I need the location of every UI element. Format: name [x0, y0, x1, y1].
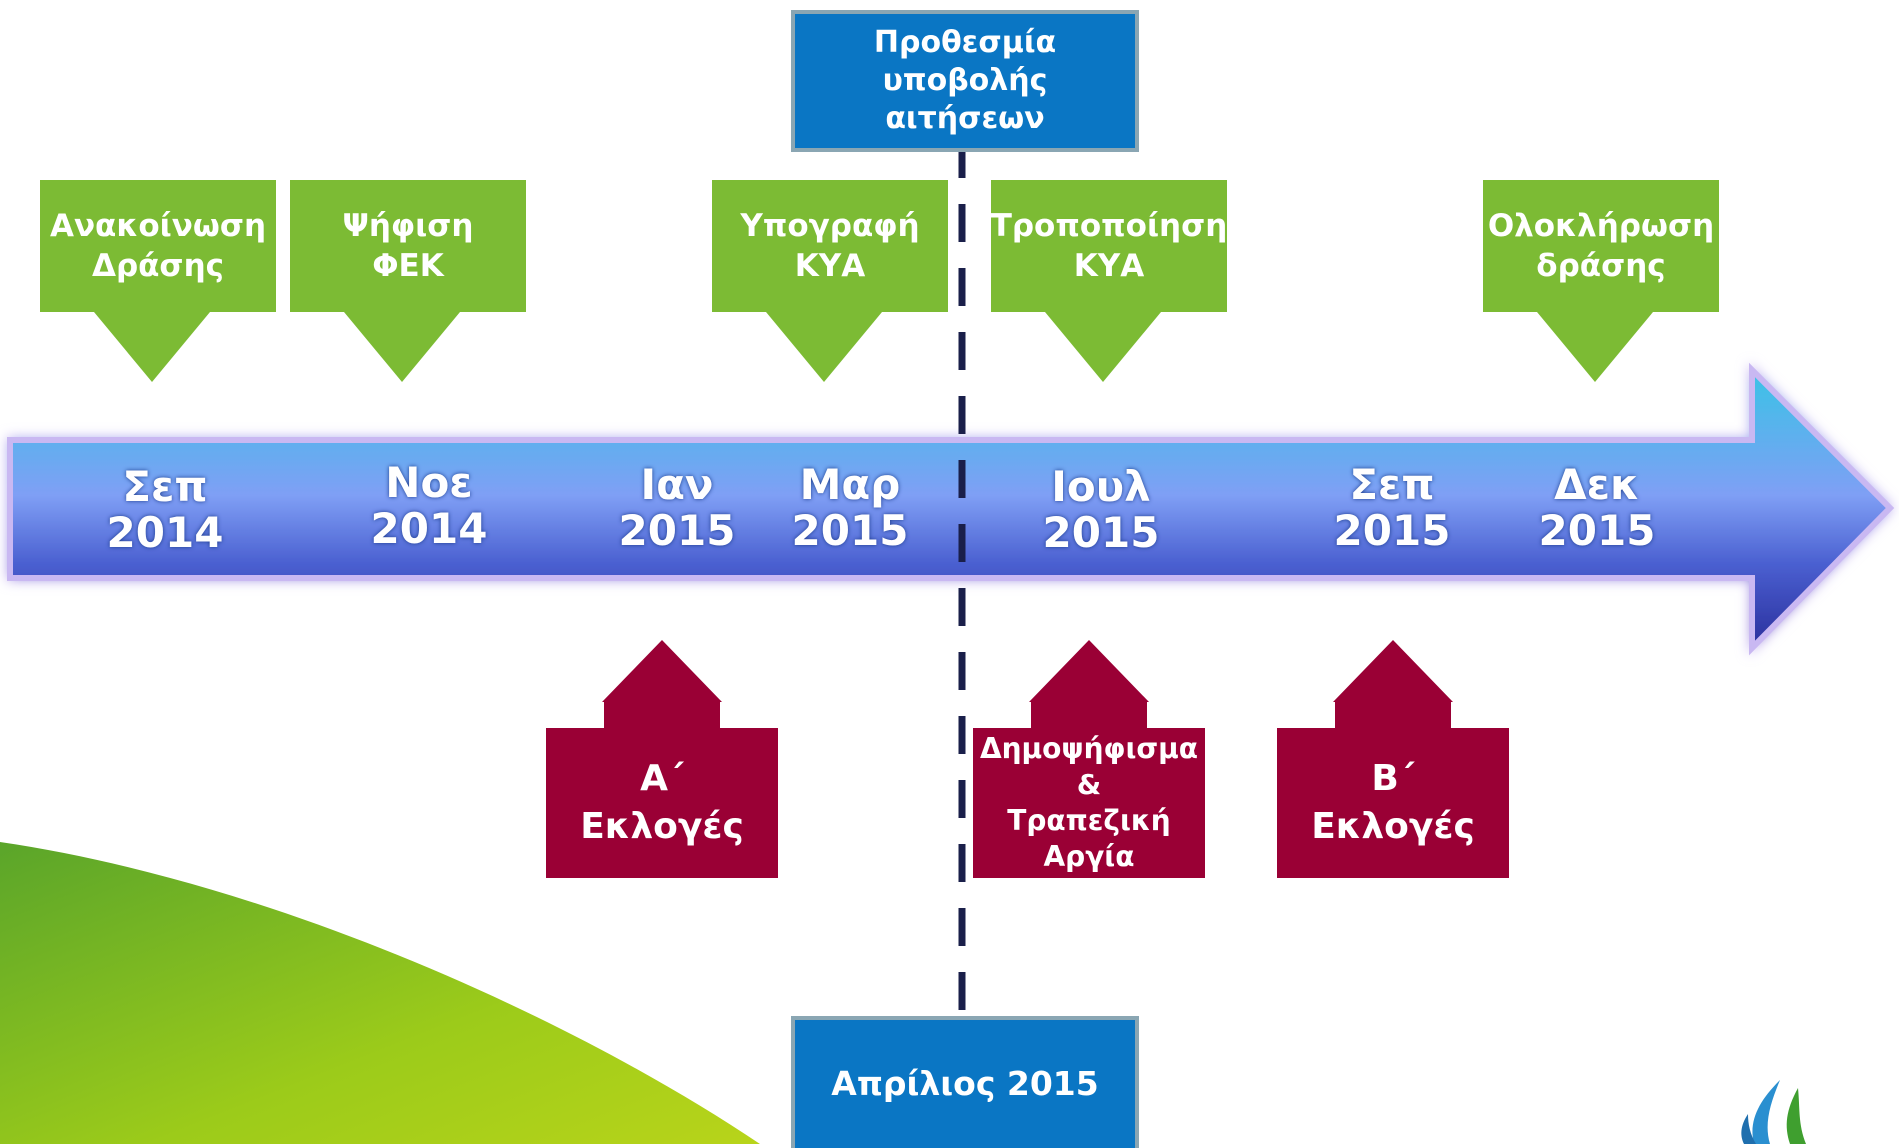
milestone-box: Υπογραφή ΚΥΑ — [712, 180, 948, 312]
down-arrow-icon — [94, 312, 210, 382]
date-sep-2015: Σεπ 2015 — [1307, 462, 1477, 554]
milestone-announcement: Ανακοίνωση Δράσης — [40, 180, 276, 424]
event-label: Β΄ Εκλογές — [1311, 758, 1475, 847]
event-box: Β΄ Εκλογές — [1277, 728, 1509, 878]
deadline-top-box: Προθεσμία υποβολής αιτήσεων — [791, 10, 1139, 152]
down-arrow-icon — [344, 312, 460, 382]
up-arrow-icon — [1333, 640, 1453, 702]
event-label: Α΄ Εκλογές — [580, 758, 744, 847]
milestone-label: Ψήφιση ΦΕΚ — [342, 208, 474, 284]
up-arrow-icon — [602, 640, 722, 702]
event-second-elections: Β΄ Εκλογές — [1277, 640, 1509, 878]
timeline-arrow — [7, 362, 1895, 656]
date-month: Σεπ — [1349, 460, 1435, 509]
date-year: 2015 — [1538, 506, 1656, 555]
date-jan-2015: Ιαν 2015 — [592, 462, 762, 554]
event-box: Δημοψήφισμα & Τραπεζική Αργία — [973, 728, 1205, 878]
milestone-box: Ολοκλήρωση δράσης — [1483, 180, 1719, 312]
milestone-completion: Ολοκλήρωση δράσης — [1483, 180, 1719, 424]
milestone-label: Ανακοίνωση Δράσης — [49, 208, 267, 284]
milestone-fek-vote: Ψήφιση ΦΕΚ — [290, 180, 526, 424]
date-month: Μαρ — [799, 460, 901, 509]
date-dec-2015: Δεκ 2015 — [1512, 462, 1682, 554]
date-year: 2014 — [106, 508, 224, 557]
date-year: 2015 — [1042, 508, 1160, 557]
deadline-bottom-label: Απρίλιος 2015 — [831, 1064, 1099, 1103]
background-green-sweep — [0, 842, 760, 1144]
event-referendum-bank-holiday: Δημοψήφισμα & Τραπεζική Αργία — [973, 640, 1205, 878]
event-stem — [1335, 700, 1451, 730]
milestone-kya-signature: Υπογραφή ΚΥΑ — [712, 180, 948, 424]
date-year: 2015 — [791, 506, 909, 555]
event-box: Α΄ Εκλογές — [546, 728, 778, 878]
date-month: Νοε — [385, 458, 473, 507]
date-month: Σεπ — [122, 462, 208, 511]
deadline-bottom-box: Απρίλιος 2015 — [791, 1016, 1139, 1148]
milestone-kya-amendment: Τροποποίηση ΚΥΑ — [991, 180, 1227, 424]
down-arrow-icon — [766, 312, 882, 382]
leaf-flame-logo-icon — [1741, 1080, 1806, 1144]
deadline-top-label: Προθεσμία υποβολής αιτήσεων — [873, 25, 1057, 136]
milestone-label: Ολοκλήρωση δράσης — [1487, 208, 1715, 284]
down-arrow-icon — [1537, 312, 1653, 382]
date-year: 2014 — [370, 504, 488, 553]
event-label: Δημοψήφισμα & Τραπεζική Αργία — [979, 732, 1199, 873]
date-month: Δεκ — [1554, 460, 1640, 509]
milestone-label: Τροποποίηση ΚΥΑ — [990, 208, 1228, 284]
date-nov-2014: Νοε 2014 — [344, 460, 514, 552]
down-arrow-icon — [1045, 312, 1161, 382]
milestone-label: Υπογραφή ΚΥΑ — [740, 208, 920, 284]
date-month: Ιαν — [640, 460, 714, 509]
milestone-box: Ψήφιση ΦΕΚ — [290, 180, 526, 312]
event-stem — [604, 700, 720, 730]
event-first-elections: Α΄ Εκλογές — [546, 640, 778, 878]
up-arrow-icon — [1029, 640, 1149, 702]
milestone-box: Ανακοίνωση Δράσης — [40, 180, 276, 312]
milestone-box: Τροποποίηση ΚΥΑ — [991, 180, 1227, 312]
date-jul-2015: Ιουλ 2015 — [1016, 464, 1186, 556]
date-year: 2015 — [618, 506, 736, 555]
date-year: 2015 — [1333, 506, 1451, 555]
date-month: Ιουλ — [1051, 462, 1151, 511]
date-mar-2015: Μαρ 2015 — [765, 462, 935, 554]
date-sep-2014: Σεπ 2014 — [80, 464, 250, 556]
event-stem — [1031, 700, 1147, 730]
